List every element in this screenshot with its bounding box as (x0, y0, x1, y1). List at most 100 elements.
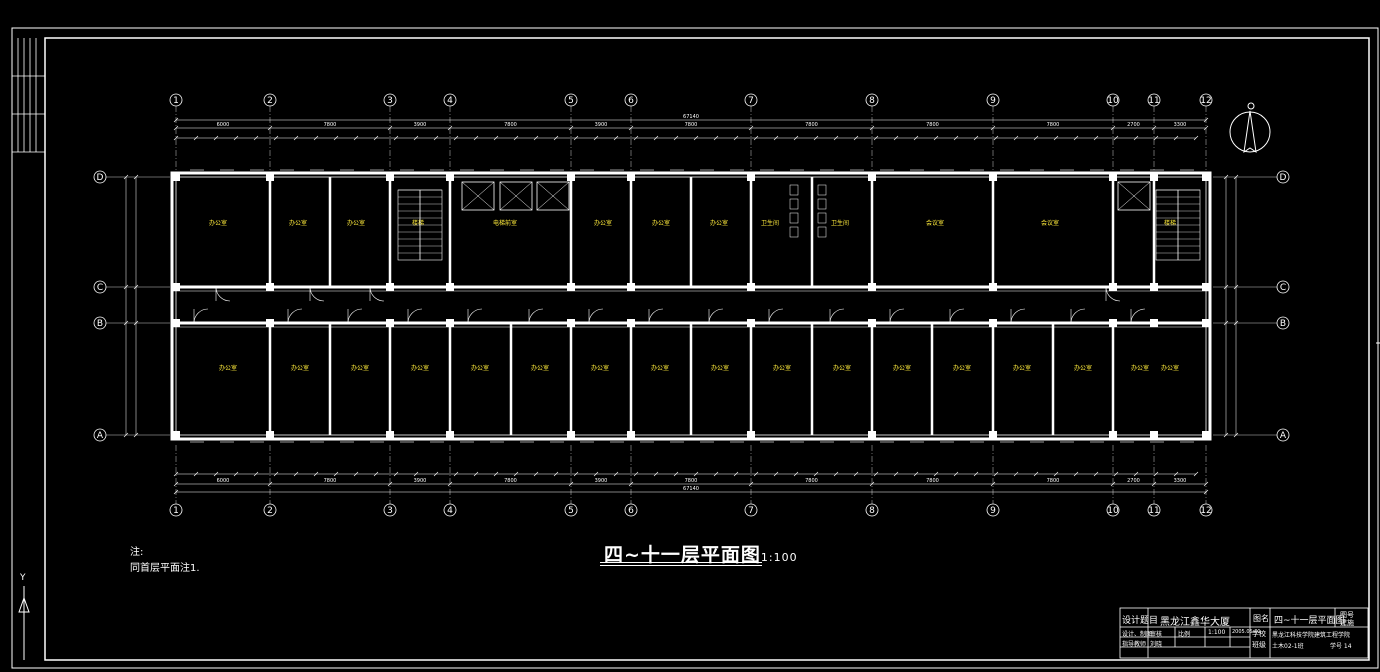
detail-dim-tick (193, 135, 199, 141)
door-swing (1010, 308, 1026, 324)
column (747, 319, 755, 327)
detail-dim-tick (673, 135, 679, 141)
elevator-shaft (1117, 181, 1151, 211)
detail-dim-tick (873, 471, 879, 477)
detail-dim-tick (333, 135, 339, 141)
room-label-north: 办公室 (710, 219, 728, 227)
detail-dim-tick (233, 135, 239, 141)
room-label-south: 办公室 (1074, 364, 1092, 372)
room-label-south: 办公室 (471, 364, 489, 372)
detail-dim-tick (593, 135, 599, 141)
column (1109, 319, 1117, 327)
detail-dim-tick (1073, 135, 1079, 141)
column (266, 319, 274, 327)
detail-dim-tick (1053, 135, 1059, 141)
detail-dim-tick (333, 471, 339, 477)
north-arrow-icon (1229, 102, 1271, 154)
toilet-fixture (789, 184, 799, 196)
bay-dim-text: 3900 (595, 122, 608, 128)
detail-dim-tick (733, 135, 739, 141)
column (868, 431, 876, 439)
toilet-fixture (789, 198, 799, 210)
room-label-south: 办公室 (711, 364, 729, 372)
tb-checker: 审核 (1150, 631, 1163, 638)
axis-label-D: D (1280, 173, 1287, 183)
toilet-fixture (789, 226, 799, 238)
axis-label-7: 7 (748, 96, 754, 106)
column (172, 283, 180, 291)
axis-label-10: 10 (1107, 96, 1119, 106)
detail-dim-tick (793, 135, 799, 141)
door-swing (407, 308, 423, 324)
column (1150, 319, 1158, 327)
room-label-north: 办公室 (209, 219, 227, 227)
elevator-shaft (461, 181, 495, 211)
column (868, 319, 876, 327)
door-swing (369, 286, 385, 302)
detail-dim-tick (1093, 135, 1099, 141)
tb-school-name: 黑龙江科技学院建筑工程学院 (1272, 632, 1351, 639)
detail-dim-tick (473, 135, 479, 141)
column (989, 431, 997, 439)
elevator-cross (1117, 181, 1151, 211)
axis-label-3: 3 (387, 96, 393, 106)
room-label-north: 办公室 (347, 219, 365, 227)
column (386, 173, 394, 181)
columns (172, 173, 1210, 439)
axis-label-A: A (97, 431, 104, 441)
detail-dim-tick (1033, 135, 1039, 141)
detail-dim-tick (813, 135, 819, 141)
column (989, 283, 997, 291)
detail-dim-tick (613, 471, 619, 477)
tb-class-value: 土木02-1班 (1272, 643, 1304, 650)
detail-dim-tick (193, 471, 199, 477)
axis-label-6: 6 (628, 506, 634, 516)
detail-dim-tick (1153, 471, 1159, 477)
column (868, 283, 876, 291)
detail-dim-tick (713, 135, 719, 141)
column (386, 283, 394, 291)
toilet-fixture (817, 198, 827, 210)
door-swing (889, 308, 905, 324)
room-label-south: 办公室 (1013, 364, 1031, 372)
room-label-south: 办公室 (291, 364, 309, 372)
detail-dim-tick (953, 471, 959, 477)
detail-dim-tick (433, 471, 439, 477)
axis-label-A: A (1280, 431, 1287, 441)
drawing-title-text: 四~十一层平面图 (604, 544, 761, 566)
column (627, 283, 635, 291)
door-swing (768, 308, 784, 324)
column (1150, 283, 1158, 291)
axis-label-B: B (97, 319, 103, 329)
detail-dim-tick (753, 471, 759, 477)
column (1109, 283, 1117, 291)
door-swing (648, 308, 664, 324)
detail-dim-tick (973, 471, 979, 477)
detail-dim-tick (873, 135, 879, 141)
room-label-north: 楼梯 (1164, 219, 1176, 227)
room-label-south: 办公室 (411, 364, 429, 372)
room-label-south: 办公室 (833, 364, 851, 372)
column (747, 173, 755, 181)
column (1150, 173, 1158, 181)
notes-heading: 注: (130, 547, 144, 558)
room-label-north: 办公室 (652, 219, 670, 227)
bay-dim-text: 7800 (926, 122, 939, 128)
detail-dim-tick (453, 471, 459, 477)
column (266, 173, 274, 181)
drawing-scale: 1:100 (760, 551, 798, 564)
detail-dim-tick (853, 135, 859, 141)
detail-dim-tick (1173, 471, 1179, 477)
detail-dim-tick (173, 471, 179, 477)
bay-dim-text: 6000 (217, 122, 230, 128)
elevator-cross (536, 181, 570, 211)
axis-label-9: 9 (990, 96, 996, 106)
detail-dim-tick (573, 135, 579, 141)
axis-label-11: 11 (1148, 506, 1159, 516)
detail-dim-tick (813, 471, 819, 477)
bay-dim-text: 3300 (1174, 478, 1187, 484)
door-swing (215, 286, 231, 302)
column (446, 431, 454, 439)
